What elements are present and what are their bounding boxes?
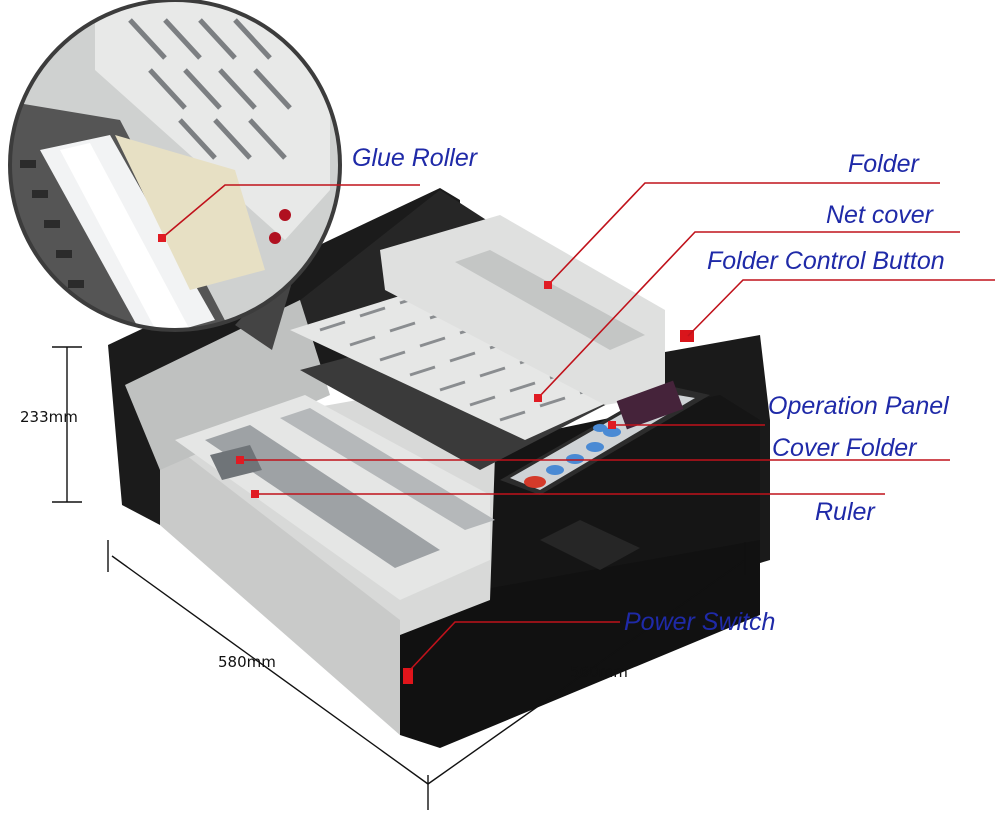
- label-power-switch: Power Switch: [624, 608, 776, 636]
- label-cover-folder: Cover Folder: [772, 434, 917, 462]
- dimension-lines: [52, 346, 746, 810]
- power-switch-shape: [403, 668, 413, 684]
- dimension-height: 233mm: [20, 408, 78, 426]
- machine-body: [108, 188, 770, 748]
- label-glue-roller: Glue Roller: [352, 144, 478, 172]
- dimension-width: 560mm: [570, 663, 628, 681]
- label-folder-control-button: Folder Control Button: [707, 247, 945, 275]
- glue-roller-inset: [8, 0, 342, 350]
- label-folder: Folder: [848, 150, 919, 178]
- panel-buttons: [524, 424, 621, 488]
- leader-lines: [161, 182, 995, 671]
- leader-markers: [158, 234, 616, 498]
- label-net-cover: Net cover: [826, 201, 933, 229]
- label-ruler: Ruler: [815, 498, 875, 526]
- dimension-length: 580mm: [218, 653, 276, 671]
- label-operation-panel: Operation Panel: [768, 392, 949, 420]
